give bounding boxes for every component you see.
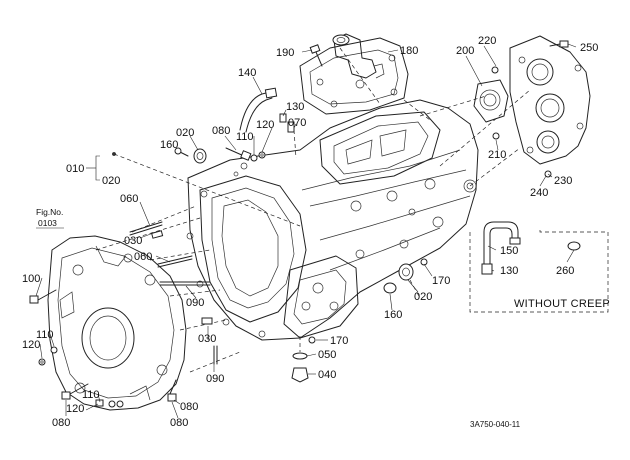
fitting-130-top [279,113,295,133]
part-label-230: 230 [554,175,572,187]
part-label-080: 080 [170,417,188,429]
part-label-050: 050 [318,349,336,361]
front-housing-cover [47,235,187,411]
without-creep-box: WITHOUT CREEP [469,228,610,313]
part-label-160: 160 [384,309,402,321]
transmission-case [186,99,479,341]
part-label-030: 030 [198,333,216,345]
bolt-160-upper [174,147,189,157]
bolt-set-upper [225,147,266,162]
plug-260 [567,241,581,251]
part-label-250: 250 [580,42,598,54]
bushings-020 [193,148,414,281]
part-label-110: 110 [236,131,254,143]
bolt-190 [309,44,323,67]
part-label-180: 180 [400,45,418,57]
leader-lines [35,43,577,419]
top-cover-plate [299,33,409,115]
part-label-120: 120 [256,119,274,131]
fig-ref-line1: Fig.No. [36,207,63,217]
drain-parts [291,258,428,383]
bearing-holder-plate [473,66,509,123]
part-label-090: 090 [206,373,224,385]
fig-ref-line2: 0103 [38,218,57,228]
part-label-060: 060 [134,251,152,263]
part-label-120: 120 [22,339,40,351]
part-label-070: 070 [288,117,306,129]
bracket-010 [86,152,116,181]
part-label-110: 110 [36,329,54,341]
assembly-lines [95,47,531,373]
part-label-110: 110 [82,389,100,401]
part-label-220: 220 [478,35,496,47]
part-label-030: 030 [124,235,142,247]
part-label-200: 200 [456,45,474,57]
part-label-120: 120 [66,403,84,415]
fig-reference: Fig.No. 0103 [36,207,64,229]
part-label-170: 170 [432,275,450,287]
part-label-240: 240 [530,187,548,199]
part-label-010: 010 [66,163,84,175]
dowels-lower [159,281,218,365]
bolt-160-lower [383,282,397,294]
part-label-020: 020 [414,291,432,303]
part-label-080: 080 [52,417,70,429]
part-label-020: 020 [176,127,194,139]
part-label-190: 190 [276,47,294,59]
part-label-210: 210 [488,149,506,161]
part-label-040: 040 [318,369,336,381]
bolt-set-lower-left [29,289,177,408]
hose-150 [481,221,521,275]
part-label-140: 140 [238,67,256,79]
drawing-code: 3A750-040-11 [470,420,521,429]
part-label-100: 100 [22,273,40,285]
part-label-130: 130 [286,101,304,113]
part-label-060: 060 [120,193,138,205]
part-label-080: 080 [212,125,230,137]
part-label-080: 080 [180,401,198,413]
part-label-090: 090 [186,297,204,309]
part-label-130: 130 [500,265,518,277]
part-number-labels: 190 180 220 200 250 140 130 120 070 020 … [22,35,598,429]
part-label-170: 170 [330,335,348,347]
part-label-260: 260 [556,265,574,277]
part-label-020: 020 [102,175,120,187]
rear-cover-plate [509,35,591,165]
variant-box-text: WITHOUT CREEP [514,298,610,310]
part-label-150: 150 [500,245,518,257]
part-label-160: 160 [160,139,178,151]
